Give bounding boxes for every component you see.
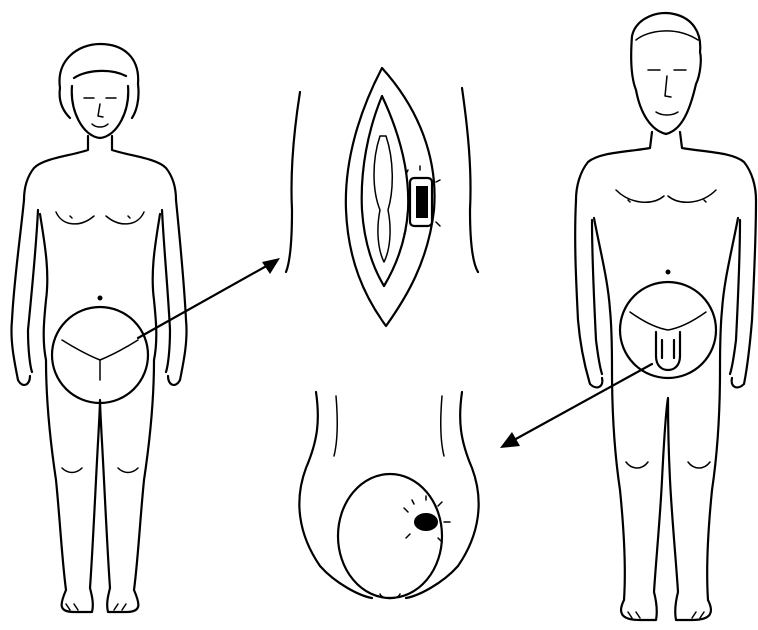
ulcer-lesion [416, 186, 428, 218]
male-legs [612, 370, 720, 620]
female-toes [66, 604, 126, 610]
female-navel [98, 296, 103, 301]
scrotal-ulcer [414, 513, 438, 531]
male-genital-closeup [299, 392, 478, 599]
closeup-male-right-thigh [406, 392, 479, 598]
female-figure [11, 44, 186, 612]
male-left-arm [575, 200, 602, 387]
male-figure [575, 13, 756, 620]
male-chest [616, 190, 716, 202]
arrow-female-to-closeup [138, 258, 280, 338]
male-torso [594, 218, 738, 370]
scrotum-outline [338, 474, 442, 598]
male-genital-outline [656, 332, 680, 370]
female-legs [46, 360, 154, 612]
female-knees [62, 468, 138, 473]
closeup-male-left-thigh [299, 392, 372, 598]
scrotum-base [380, 594, 400, 599]
male-knees [626, 462, 710, 468]
female-chest [56, 212, 144, 224]
vaginal-opening [374, 136, 392, 262]
male-neck-shoulders [576, 132, 756, 200]
closeup-right-thigh [462, 88, 478, 272]
female-left-arm [11, 200, 38, 385]
male-hair-line [636, 31, 698, 40]
male-face-features [648, 70, 686, 115]
female-neck-shoulders [24, 136, 176, 200]
female-torso [40, 214, 160, 360]
male-toes [628, 612, 704, 618]
female-highlight-circle [52, 307, 148, 403]
female-right-arm [162, 200, 187, 385]
female-pelvic-lines [62, 340, 138, 380]
male-navel [666, 270, 671, 275]
arrow-male-to-closeup [500, 364, 652, 448]
female-face-features [84, 98, 116, 127]
inner-labia [362, 96, 409, 286]
male-pelvic-lines [630, 312, 706, 330]
female-genital-closeup [286, 68, 478, 326]
closeup-left-thigh [286, 92, 300, 272]
male-right-arm [730, 200, 756, 387]
closeup-male-inner-thigh [334, 396, 444, 456]
